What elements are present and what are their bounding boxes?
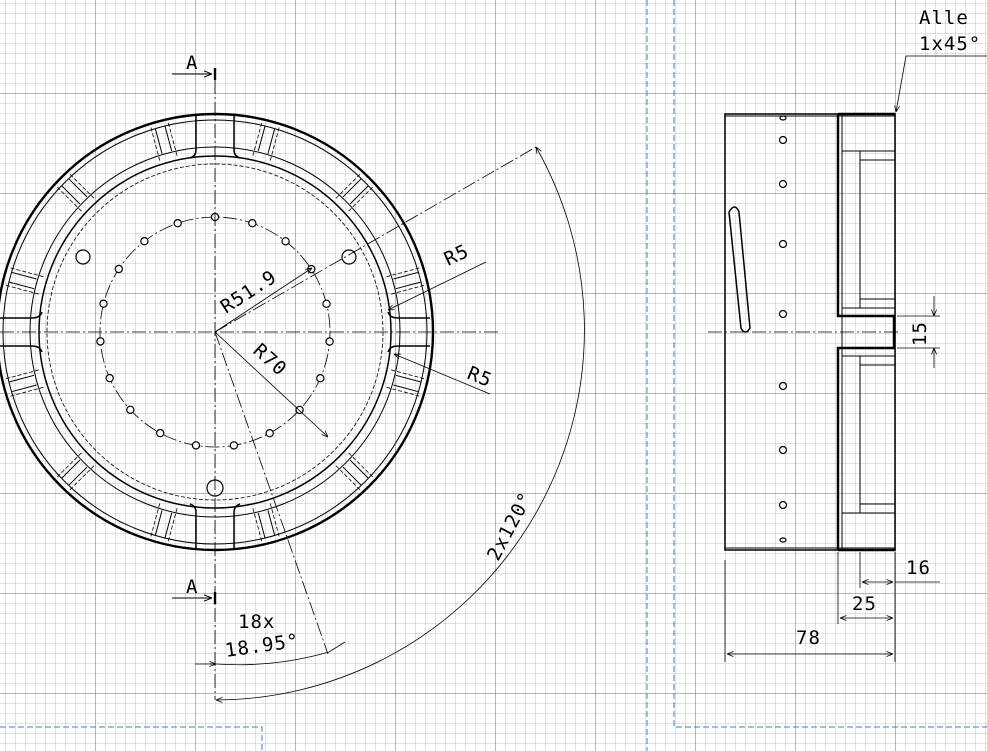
bolt-hole <box>99 299 108 308</box>
bolt-hole <box>105 373 114 383</box>
locating-hole <box>75 249 91 265</box>
bolt-hole <box>96 337 105 346</box>
side-hole <box>778 381 788 391</box>
side-hole <box>779 537 787 543</box>
bolt-hole <box>325 337 334 346</box>
side-hole <box>778 309 788 319</box>
bolt-hole <box>140 236 149 246</box>
dimension-angle-value: 18.95° <box>224 630 301 662</box>
side-holes <box>778 115 788 543</box>
side-hole <box>778 179 788 189</box>
front-view: A A R51.9 R70 R5 R5 2x120° 18x 18.95° <box>0 52 585 700</box>
bolt-hole <box>248 218 257 228</box>
section-marker-bottom: A <box>172 576 217 604</box>
dimension-r5-upper: R5 <box>441 240 473 270</box>
bolt-hole <box>316 374 325 383</box>
bolt-hole <box>265 429 274 438</box>
bolt-hole <box>322 299 331 308</box>
section-marker-top: A <box>172 52 217 80</box>
bolt-hole <box>281 237 290 246</box>
bolt-hole <box>173 218 182 228</box>
side-hole <box>778 239 788 249</box>
bolt-hole <box>307 264 316 274</box>
dimension-15: 15 <box>909 321 931 346</box>
dimension-r70: R70 <box>249 339 291 380</box>
dimension-r51-9: R51.9 <box>217 266 281 318</box>
bolt-hole <box>155 428 165 438</box>
side-view: Alle 1x45° 15 16 25 78 <box>708 7 987 662</box>
dimension-25: 25 <box>852 593 877 615</box>
side-hole <box>778 500 788 510</box>
dimension-r5-lower: R5 <box>464 362 495 392</box>
chamfer-note-line2: 1x45° <box>919 33 981 55</box>
bolt-hole <box>126 405 135 414</box>
section-label-bottom: A <box>186 576 198 598</box>
bolt-hole <box>114 264 124 274</box>
side-hole <box>778 445 788 455</box>
chamfer-note-line1: Alle <box>919 7 969 29</box>
bolt-hole <box>229 441 239 450</box>
side-hole <box>779 115 787 121</box>
dimension-angle-count: 18x <box>238 611 275 633</box>
side-hole <box>778 135 788 145</box>
section-label-top: A <box>186 52 198 74</box>
dimension-16: 16 <box>906 557 931 579</box>
bolt-hole <box>191 441 201 450</box>
dimension-78: 78 <box>796 627 821 649</box>
